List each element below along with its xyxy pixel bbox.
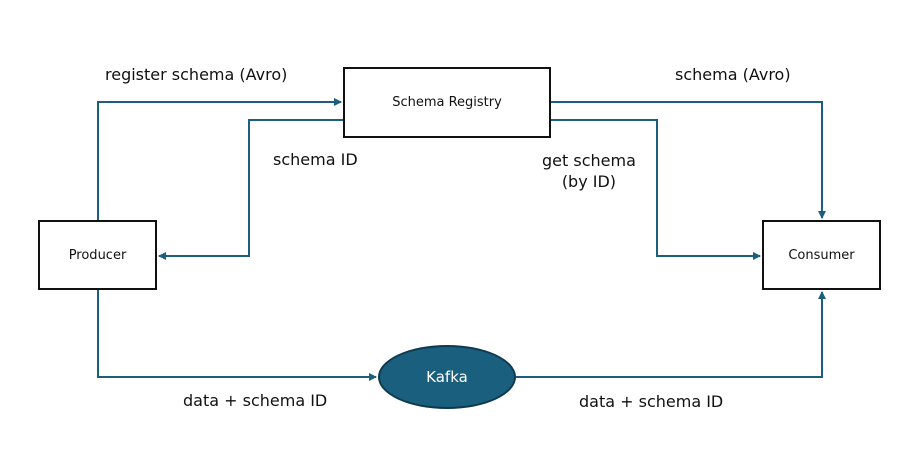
schema-id-label: schema ID xyxy=(273,150,358,169)
get-schema-label: get schema (by ID) xyxy=(542,150,636,192)
schema-registry-label: Schema Registry xyxy=(392,95,502,110)
connector-get-schema xyxy=(551,119,761,260)
producer-box: Producer xyxy=(38,220,157,290)
get-schema-line2: (by ID) xyxy=(561,172,617,191)
data-kafka-to-consumer-label: data + schema ID xyxy=(579,392,724,411)
connector-producer-to-kafka xyxy=(97,290,377,381)
consumer-label: Consumer xyxy=(788,247,855,263)
register-schema-label: register schema (Avro) xyxy=(105,65,288,84)
get-schema-line1: get schema xyxy=(542,151,636,170)
data-producer-to-kafka-label: data + schema ID xyxy=(183,391,328,410)
producer-label: Producer xyxy=(68,247,127,263)
connector-schema-avro xyxy=(551,101,826,219)
consumer-box: Consumer xyxy=(762,220,881,290)
kafka-label: Kafka xyxy=(426,368,468,386)
kafka-node: Kafka xyxy=(378,345,516,409)
schema-registry-box: Schema Registry xyxy=(343,67,551,138)
schema-avro-label: schema (Avro) xyxy=(675,65,791,84)
connector-register-schema xyxy=(97,98,342,220)
connector-kafka-to-consumer xyxy=(516,291,826,378)
connector-schema-id xyxy=(158,119,343,260)
